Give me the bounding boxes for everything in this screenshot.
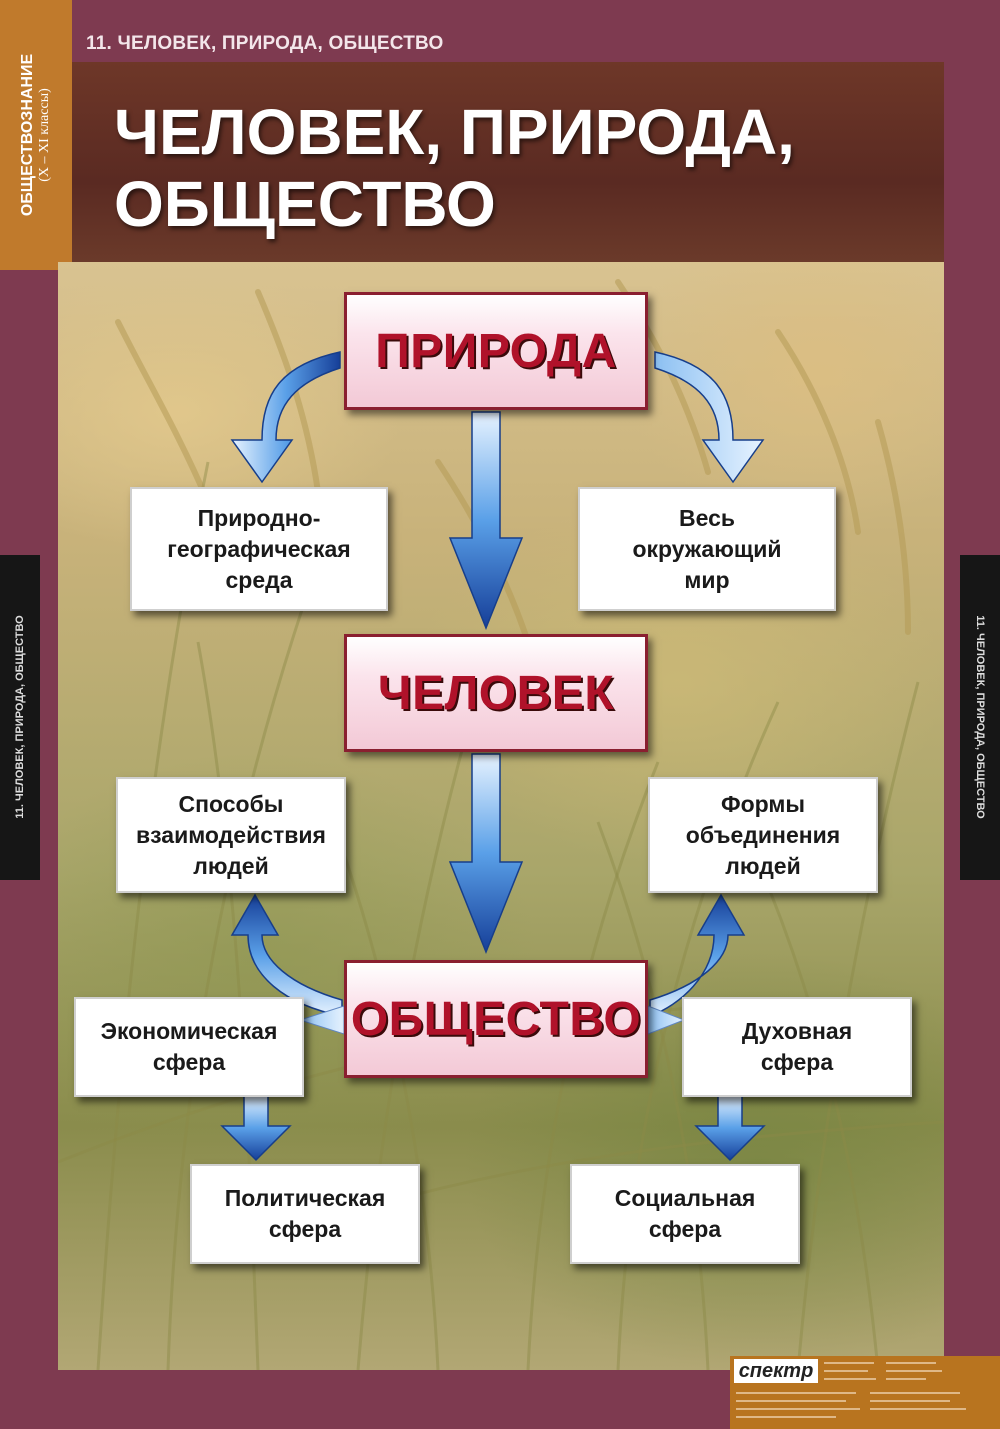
publisher-fine-print-line bbox=[870, 1408, 966, 1410]
left-margin-strip: 11. ЧЕЛОВЕК, ПРИРОДА, ОБЩЕСТВО bbox=[0, 555, 40, 880]
node-spiritual-label: Духовная сфера bbox=[741, 1018, 853, 1075]
node-nature: ПРИРОДА bbox=[344, 292, 648, 410]
publisher-fine-print-line bbox=[886, 1378, 926, 1380]
publisher-fine-print-line bbox=[736, 1416, 836, 1418]
node-nature-label: ПРИРОДА bbox=[375, 324, 617, 378]
arrow-nature-to-human bbox=[448, 411, 524, 631]
node-economic-label: Экономическая сфера bbox=[100, 1018, 278, 1075]
publisher-fine-print-line bbox=[870, 1392, 960, 1394]
publisher-fine-print-line bbox=[824, 1378, 876, 1380]
node-social-label: Социальная сфера bbox=[614, 1185, 756, 1242]
node-political-label: Политическая сфера bbox=[224, 1185, 386, 1242]
node-social: Социальная сфера bbox=[570, 1164, 800, 1264]
arrow-nature-to-world bbox=[654, 351, 765, 484]
node-association-forms: Формы объединения людей bbox=[648, 777, 878, 893]
node-political: Политическая сфера bbox=[190, 1164, 420, 1264]
publisher-fine-print-line bbox=[736, 1400, 846, 1402]
publisher-fine-print-line bbox=[736, 1392, 856, 1394]
node-society: ОБЩЕСТВО bbox=[344, 960, 648, 1078]
subject-tab: ОБЩЕСТВОЗНАНИЕ (X – XI классы) bbox=[0, 0, 72, 270]
arrow-nature-to-geo bbox=[230, 351, 341, 484]
title-banner: ЧЕЛОВЕК, ПРИРОДА, ОБЩЕСТВО bbox=[72, 62, 944, 262]
node-interaction-ways-label: Способы взаимодействия людей bbox=[136, 790, 326, 879]
publisher-logo: спектр bbox=[734, 1359, 818, 1383]
arrow-society-to-forms bbox=[649, 893, 746, 1018]
node-society-label: ОБЩЕСТВО bbox=[350, 992, 642, 1046]
publisher-fine-print-line bbox=[886, 1370, 942, 1372]
node-human-label: ЧЕЛОВЕК bbox=[377, 666, 615, 720]
arrow-human-to-society bbox=[448, 753, 524, 955]
top-caption: 11. ЧЕЛОВЕК, ПРИРОДА, ОБЩЕСТВО bbox=[86, 33, 444, 54]
arrow-spiritual-to-social bbox=[694, 1095, 766, 1162]
node-association-forms-label: Формы объединения людей bbox=[685, 790, 841, 879]
node-whole-world: Весь окружающий мир bbox=[578, 487, 836, 611]
node-human: ЧЕЛОВЕК bbox=[344, 634, 648, 752]
node-geo-environment: Природно- географическая среда bbox=[130, 487, 388, 611]
node-economic: Экономическая сфера bbox=[74, 997, 304, 1097]
arrow-society-to-spiritual bbox=[647, 1005, 686, 1035]
publisher-fine-print-line bbox=[824, 1362, 874, 1364]
publisher-fine-print-line bbox=[886, 1362, 936, 1364]
right-margin-strip: 11. ЧЕЛОВЕК, ПРИРОДА, ОБЩЕСТВО bbox=[960, 555, 1000, 880]
node-spiritual: Духовная сфера bbox=[682, 997, 912, 1097]
node-geo-environment-label: Природно- географическая среда bbox=[167, 504, 351, 593]
node-whole-world-label: Весь окружающий мир bbox=[632, 504, 782, 593]
publisher-fine-print-line bbox=[870, 1400, 950, 1402]
node-interaction-ways: Способы взаимодействия людей bbox=[116, 777, 346, 893]
publisher-fine-print-line bbox=[824, 1370, 868, 1372]
page-title: ЧЕЛОВЕК, ПРИРОДА, ОБЩЕСТВО bbox=[114, 96, 795, 240]
publisher-fine-print-line bbox=[736, 1408, 860, 1410]
arrow-economic-to-political bbox=[220, 1095, 292, 1162]
